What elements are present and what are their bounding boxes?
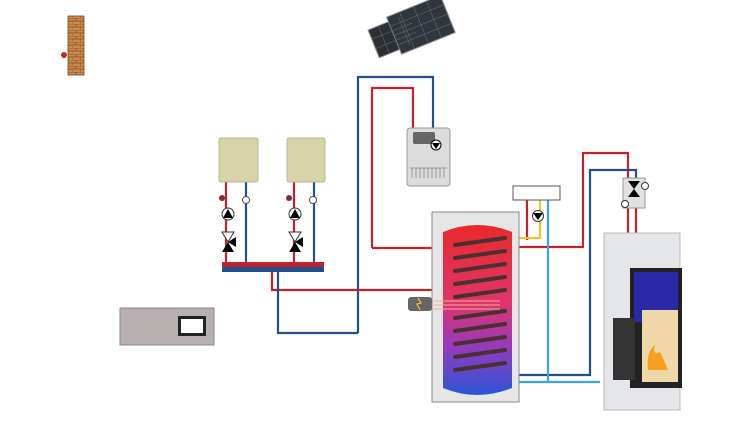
mixing-valve-icon <box>295 237 303 247</box>
flame-icon <box>647 345 668 370</box>
wood-stove <box>603 232 682 411</box>
lightning-icon <box>416 297 422 311</box>
pump-icon <box>432 143 440 149</box>
radiator-2 <box>286 137 326 183</box>
solar-panels <box>367 0 456 59</box>
brick-wall <box>61 15 85 76</box>
storage-tank <box>431 211 520 403</box>
solar-station <box>406 127 451 187</box>
dhw-pump <box>532 210 544 222</box>
pump-icon <box>290 209 300 218</box>
controller <box>119 307 215 346</box>
electric-heater <box>408 297 500 311</box>
stove-pump-group <box>621 177 649 209</box>
heat-exchanger-coil <box>453 236 507 372</box>
radiator-1 <box>218 137 259 183</box>
mixing-valve-icon <box>228 237 236 247</box>
pump-icon <box>223 209 233 218</box>
pump-icon <box>533 213 543 220</box>
junction-box <box>512 185 561 201</box>
distribution-manifold <box>222 262 324 272</box>
pipes <box>224 75 638 384</box>
radiator-valves <box>219 195 317 252</box>
